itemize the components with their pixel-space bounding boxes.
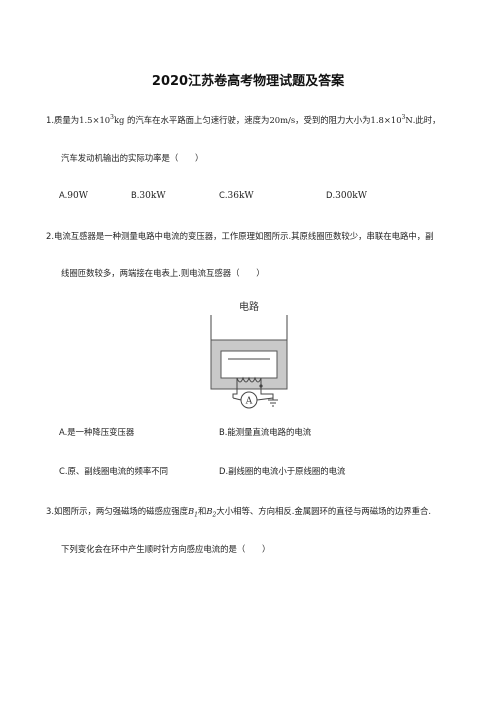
q1-option-d: D.300kW [326, 190, 368, 201]
q1-text-b: 的汽车在水平路面上匀速行驶，速度为 [124, 115, 270, 125]
q1-text-d: .此时， [412, 115, 441, 125]
question-3-stem: 3.如图所示，两匀强磁场的磁感应强度B1和B2大小相等、方向相反.金属圆环的直径… [46, 506, 432, 519]
circuit-label: 电路 [239, 300, 259, 313]
question-1-stem: 1.质量为1.5×103kg 的汽车在水平路面上匀速行驶，速度为20m/s，受到… [46, 114, 440, 126]
document-title: 2020江苏卷高考物理试题及答案 [151, 74, 345, 89]
secondary-coil [236, 376, 262, 383]
current-transformer-figure: 电路 A [203, 296, 295, 416]
junction-dot [259, 384, 263, 388]
core-window [220, 350, 278, 379]
q1-text-c: ，受到的阻力大小为 [295, 115, 371, 125]
question-2-stem: 2.电流互感器是一种测量电路中电流的变压器，工作原理如图所示.其原线圈匝数较少，… [46, 231, 434, 241]
question-3-stem-line2: 下列变化会在环中产生顺时针方向感应电流的是（ ） [61, 544, 271, 554]
ammeter-label: A [245, 397, 253, 407]
question-1-stem-line2: 汽车发动机输出的实际功率是（ ） [61, 153, 204, 163]
q1-option-a: A.90W [59, 190, 88, 201]
q1-option-b: B.30kW [131, 190, 166, 201]
q2-option-c: C.原、副线圈电流的频率不同 [59, 466, 169, 476]
q1-option-c: C.36kW [219, 190, 254, 201]
secondary-lead-left [232, 378, 238, 398]
q1-mass: 1.5×103kg [79, 114, 125, 125]
q1-force: 1.8×103N [370, 114, 413, 125]
question-2-stem-line2: 线圈匝数较多，两端接在电表上.则电流互感器（ ） [61, 268, 265, 278]
q1-speed: 20m/s [269, 115, 296, 125]
q2-option-a: A.是一种降压变压器 [59, 427, 135, 437]
current-transformer-diagram: 电路 A [210, 300, 288, 409]
q3-b2: B2 [206, 506, 217, 519]
q2-option-b: B.能测量直流电路的电流 [219, 427, 312, 437]
q1-text-a: 1.质量为 [46, 115, 80, 125]
q3-b1: B1 [188, 506, 198, 519]
q2-option-d: D.副线圈的电流小于原线圈的电流 [219, 466, 346, 476]
